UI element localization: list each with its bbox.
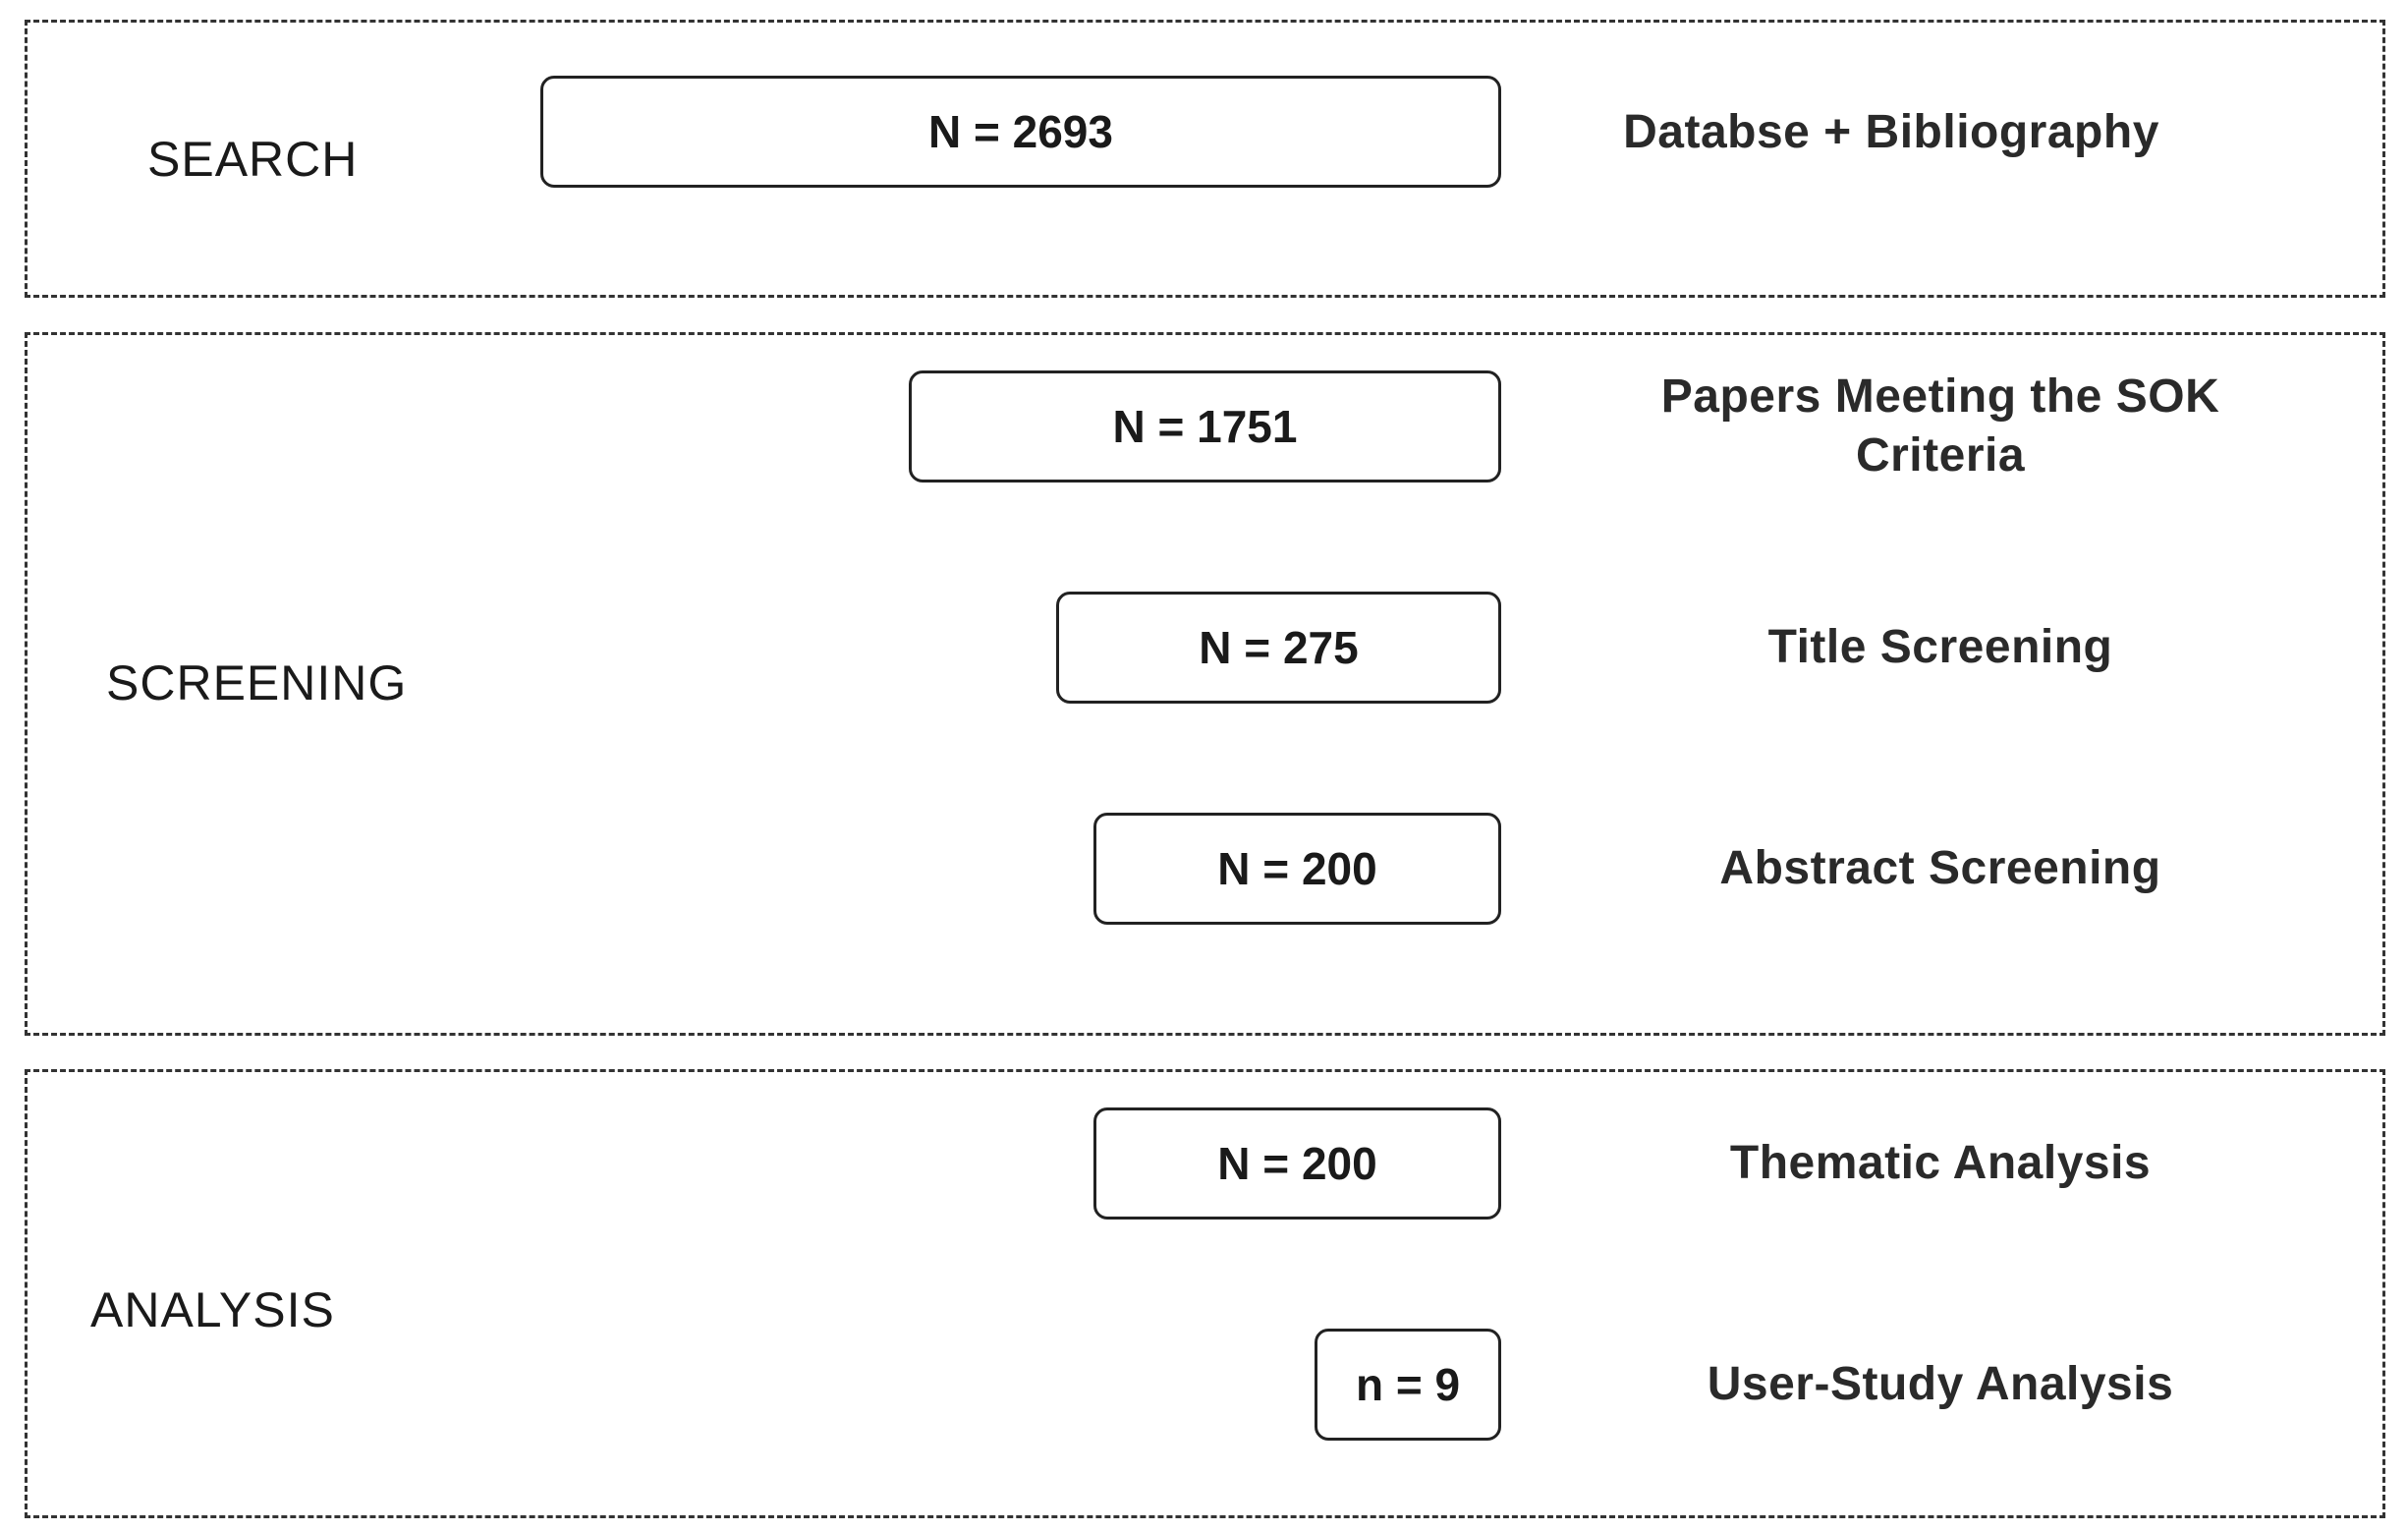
criteria-count-box: N = 1751: [909, 370, 1501, 482]
user-study-count-box: n = 9: [1315, 1329, 1501, 1441]
analysis-section-label: ANALYSIS: [90, 1282, 335, 1337]
abstract-screening-step-label: Abstract Screening: [1719, 842, 2161, 894]
thematic-analysis-step-label: Thematic Analysis: [1729, 1137, 2152, 1189]
user-study-step-label: User-Study Analysis: [1707, 1358, 2174, 1410]
title-screening-count-box: N = 275: [1056, 592, 1501, 704]
search-step-label: Databse + Bibliography: [1623, 106, 2159, 158]
search-count-box: N = 2693: [540, 76, 1501, 188]
search-section: [25, 20, 2385, 298]
search-section-label: SEARCH: [147, 132, 359, 187]
screening-section: [25, 332, 2385, 1036]
abstract-screening-count-box: N = 200: [1093, 813, 1501, 925]
title-screening-step-label: Title Screening: [1767, 621, 2113, 673]
thematic-analysis-count-box: N = 200: [1093, 1107, 1501, 1220]
screening-section-label: SCREENING: [106, 655, 408, 710]
analysis-section: [25, 1069, 2385, 1518]
criteria-step-label: Papers Meeting the SOK Criteria: [1660, 370, 2220, 482]
